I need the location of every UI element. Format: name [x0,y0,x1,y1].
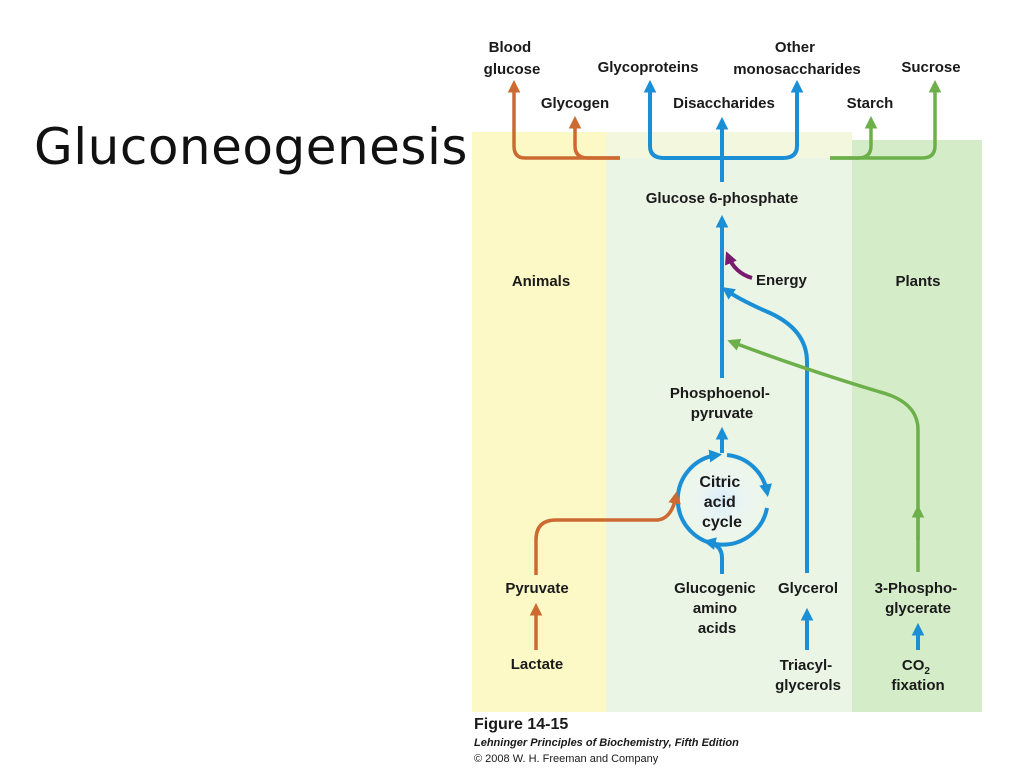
energy-label: Energy [756,272,808,289]
glycogen-label: Glycogen [541,95,609,112]
arrow-to-sucrose [830,79,942,160]
slide-title: Gluconeogenesis [34,118,468,176]
citric-acid-cycle-label: Citric acid cycle [699,474,744,531]
animals-label: Animals [512,273,570,290]
book-title: Lehninger Principles of Biochemistry, Fi… [474,737,739,749]
copyright: © 2008 W. H. Freeman and Company [474,753,659,765]
lactate-label: Lactate [511,656,564,673]
arrow-to-glycogen [568,115,620,160]
other-monosaccharides-label: Other monosaccharides [733,39,861,78]
citric-cycle-glow [676,454,768,546]
citric-cycle-ring-right [726,453,772,498]
arrow-from-glycerol [721,287,809,573]
pep-label: Phosphoenol- pyruvate [670,385,774,422]
co2-fixation-label: CO2 fixation [891,657,944,694]
starch-label: Starch [847,95,894,112]
arrow-glucogenic-to-cycle [702,537,724,574]
figure-number: Figure 14-15 [474,716,568,733]
animals-panel [472,132,606,712]
center-panel-top-tint [606,132,852,158]
energy-input-arrow [725,251,753,280]
glycoproteins-label: Glycoproteins [598,59,699,76]
arrow-to-glycoproteins [643,79,722,160]
plants-label: Plants [895,273,940,290]
triacylglycerols-label: Triacyl- glycerols [775,657,841,694]
arrow-pyruvate-to-cycle [534,491,681,575]
disaccharides-label: Disaccharides [673,95,775,112]
arrow-to-other-monosaccharides [722,79,804,160]
citric-cycle-ring-left [675,449,769,547]
blood-glucose-label: Blood glucose [484,39,541,78]
glucogenic-amino-acids-label: Glucogenic amino acids [674,580,760,637]
3-phosphoglycerate-label: 3-Phospho- glycerate [875,580,962,617]
glycerol-label: Glycerol [778,580,838,597]
glucose-6-phosphate-label: Glucose 6-phosphate [646,190,799,207]
arrow-to-blood-glucose [507,79,620,160]
pyruvate-label: Pyruvate [505,580,568,597]
sucrose-label: Sucrose [901,59,960,76]
arrow-from-3-phosphoglycerate [727,338,920,572]
